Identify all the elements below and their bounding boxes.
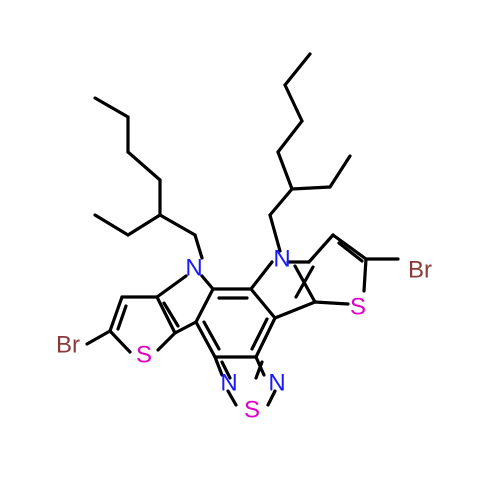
bond xyxy=(276,119,304,154)
bond xyxy=(202,320,221,351)
bond xyxy=(200,274,215,291)
bond xyxy=(249,287,277,320)
bond xyxy=(193,233,204,260)
nitrogen-label-right-pyrrole: N xyxy=(273,246,290,273)
bond xyxy=(313,300,350,306)
bond xyxy=(194,287,215,324)
bond xyxy=(283,83,304,123)
bromine-label-right: Br xyxy=(408,257,432,284)
bond xyxy=(290,185,332,191)
bromine-label-left: Br xyxy=(56,332,80,359)
bond xyxy=(362,257,368,293)
bond xyxy=(268,187,294,217)
bond xyxy=(108,295,124,333)
bond xyxy=(213,355,224,377)
bond xyxy=(307,233,335,264)
nitrogen-label-thiadiazole-left: N xyxy=(220,370,237,397)
bond xyxy=(328,154,352,189)
bond xyxy=(266,389,277,407)
bond xyxy=(194,320,217,359)
nitrogen-label-thiadiazole-right: N xyxy=(268,370,285,397)
bond xyxy=(126,150,162,182)
bond xyxy=(93,213,130,237)
bond xyxy=(273,300,317,320)
bond xyxy=(155,274,188,299)
nitrogen-label-left-pyrrole: N xyxy=(185,255,202,282)
bond xyxy=(108,329,132,354)
sulfur-label-thiadiazole: S xyxy=(244,397,260,424)
bond xyxy=(250,317,269,351)
bond xyxy=(158,213,197,237)
bond xyxy=(249,260,274,291)
bond xyxy=(294,265,315,299)
bond xyxy=(220,360,232,380)
bond xyxy=(254,360,264,380)
atom-labels: Br Br S S S N N N N xyxy=(56,246,432,424)
bond xyxy=(126,213,162,237)
bond xyxy=(162,301,180,328)
bond xyxy=(116,304,128,331)
sulfur-label-left-thiophene: S xyxy=(136,342,152,369)
bond-lines xyxy=(85,52,400,407)
bond xyxy=(268,213,282,253)
bond xyxy=(93,96,130,119)
bond xyxy=(85,329,112,346)
bond xyxy=(331,233,368,261)
bond xyxy=(283,52,312,87)
bond xyxy=(155,295,177,335)
bond xyxy=(254,316,277,359)
bond xyxy=(337,241,364,263)
bond xyxy=(276,150,294,191)
bond xyxy=(156,331,177,352)
bond xyxy=(173,320,198,335)
bond xyxy=(226,389,238,407)
sulfur-label-right-thiophene: S xyxy=(350,294,366,321)
